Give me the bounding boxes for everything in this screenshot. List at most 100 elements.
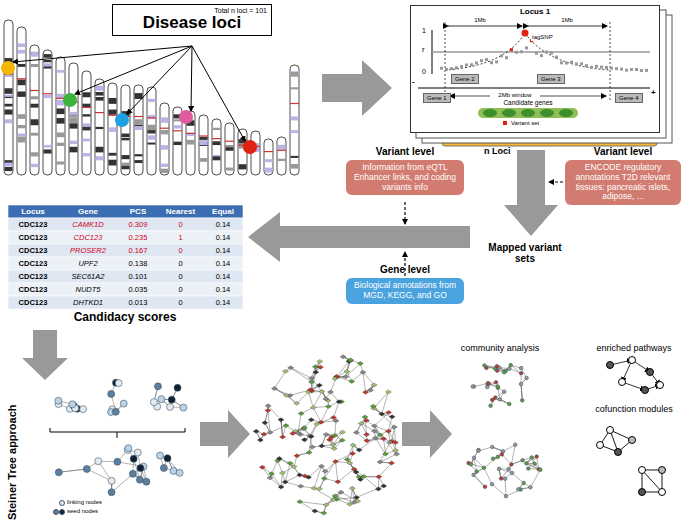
tree-node: [150, 399, 157, 406]
chromosome-band: [174, 142, 182, 145]
table-cell: NUDT5: [75, 286, 100, 294]
network-node: [336, 400, 342, 404]
network-node: [283, 369, 289, 373]
table-row: [8, 257, 243, 270]
table-row: [8, 244, 243, 257]
panel-fill: [410, 5, 660, 133]
network-edge: [262, 467, 270, 478]
table-cell: CDC123: [19, 260, 48, 268]
network-edge: [337, 361, 349, 377]
centromere: [43, 93, 52, 94]
community-node: [503, 477, 507, 481]
network-node: [309, 380, 315, 384]
chromosome: [121, 85, 130, 175]
community-node: [496, 455, 500, 459]
community-node: [494, 381, 498, 385]
table-cell: CDC123: [74, 234, 103, 242]
chromosome-band: [109, 127, 117, 132]
locus-dot: [115, 113, 129, 127]
centromere: [134, 116, 143, 117]
threshold-line: [432, 51, 650, 53]
network-node: [375, 487, 381, 491]
chromosome-band: [5, 95, 13, 97]
result-label: community analysis: [461, 344, 540, 354]
chromosome-band: [122, 155, 130, 159]
chromosome-band: [161, 130, 169, 134]
chromosome-band: [18, 64, 26, 67]
table-cell: 1: [178, 234, 182, 242]
table-cell: CAMK1D: [72, 221, 103, 229]
community-node: [477, 448, 481, 452]
chromosome: [56, 57, 65, 175]
network-node: [394, 452, 400, 456]
candidate-band: [478, 108, 578, 118]
locus-dot: [63, 93, 77, 107]
chromosome-band: [70, 123, 78, 128]
network-edge: [331, 392, 339, 402]
network-node: [389, 415, 395, 419]
network-node: [354, 495, 360, 499]
community-edge: [484, 468, 492, 484]
result-label: cofunction modules: [595, 405, 673, 415]
tree-node: [167, 403, 174, 410]
flow-arrow: [504, 150, 558, 236]
chromosome-band: [57, 143, 65, 146]
network-node: [357, 361, 363, 365]
network-node: [311, 486, 317, 490]
snp-square: [540, 54, 543, 57]
network-node: [377, 433, 383, 437]
community-edge: [521, 384, 522, 400]
network-node: [361, 474, 367, 478]
tree-edge: [59, 469, 87, 472]
chromosome: [225, 123, 234, 175]
snp-square: [600, 66, 603, 69]
community-node: [493, 396, 497, 400]
locus-dot: [1, 61, 15, 75]
network-node: [265, 404, 271, 408]
gene-name: Gene 1: [427, 94, 447, 102]
chromosome: [264, 139, 273, 175]
network-node: [269, 472, 275, 476]
panel-title: Locus 1: [411, 7, 659, 16]
chromosome-band: [135, 126, 143, 130]
chromosome-band: [83, 153, 91, 156]
chromosome-band: [161, 164, 169, 167]
community-node: [489, 404, 493, 408]
network-node: [278, 485, 284, 489]
network-node: [295, 431, 301, 435]
table-cell: 0.138: [129, 260, 148, 268]
table-cell: 0.101: [129, 273, 148, 281]
community-node: [482, 466, 486, 470]
network-node: [339, 438, 345, 442]
panel-label: Variant set: [510, 120, 540, 127]
network-edge: [279, 459, 294, 467]
network-node: [391, 425, 397, 429]
network-node: [331, 416, 337, 420]
chromosome: [212, 119, 221, 175]
tree-node: [137, 465, 144, 472]
community-edge: [521, 384, 522, 400]
community-node: [486, 382, 490, 386]
network-node: [355, 499, 361, 503]
network-edge: [300, 502, 326, 505]
snp-square: [455, 66, 458, 69]
title-text: Disease loci: [117, 14, 267, 32]
tree-node: [108, 489, 115, 496]
title-box: Total n loci = 101Disease loci: [112, 4, 272, 36]
chromosome-band: [5, 104, 13, 107]
snp-square: [485, 58, 488, 61]
tree-node: [158, 396, 165, 403]
table-row: [8, 218, 243, 231]
candidate-gene: [540, 109, 554, 117]
centromere: [277, 150, 286, 151]
chromosome-band: [31, 96, 39, 99]
network-node: [283, 393, 289, 397]
community-node: [483, 364, 487, 368]
community-node: [498, 398, 502, 402]
network-node: [313, 370, 319, 374]
panel-label: n Loci: [484, 147, 511, 157]
community-edge: [505, 479, 507, 497]
tree-node: [80, 406, 87, 413]
locus-panel: Locus 1Gene 2Gene 3Gene 1Gene 4: [410, 5, 660, 133]
network-edge: [382, 392, 389, 414]
